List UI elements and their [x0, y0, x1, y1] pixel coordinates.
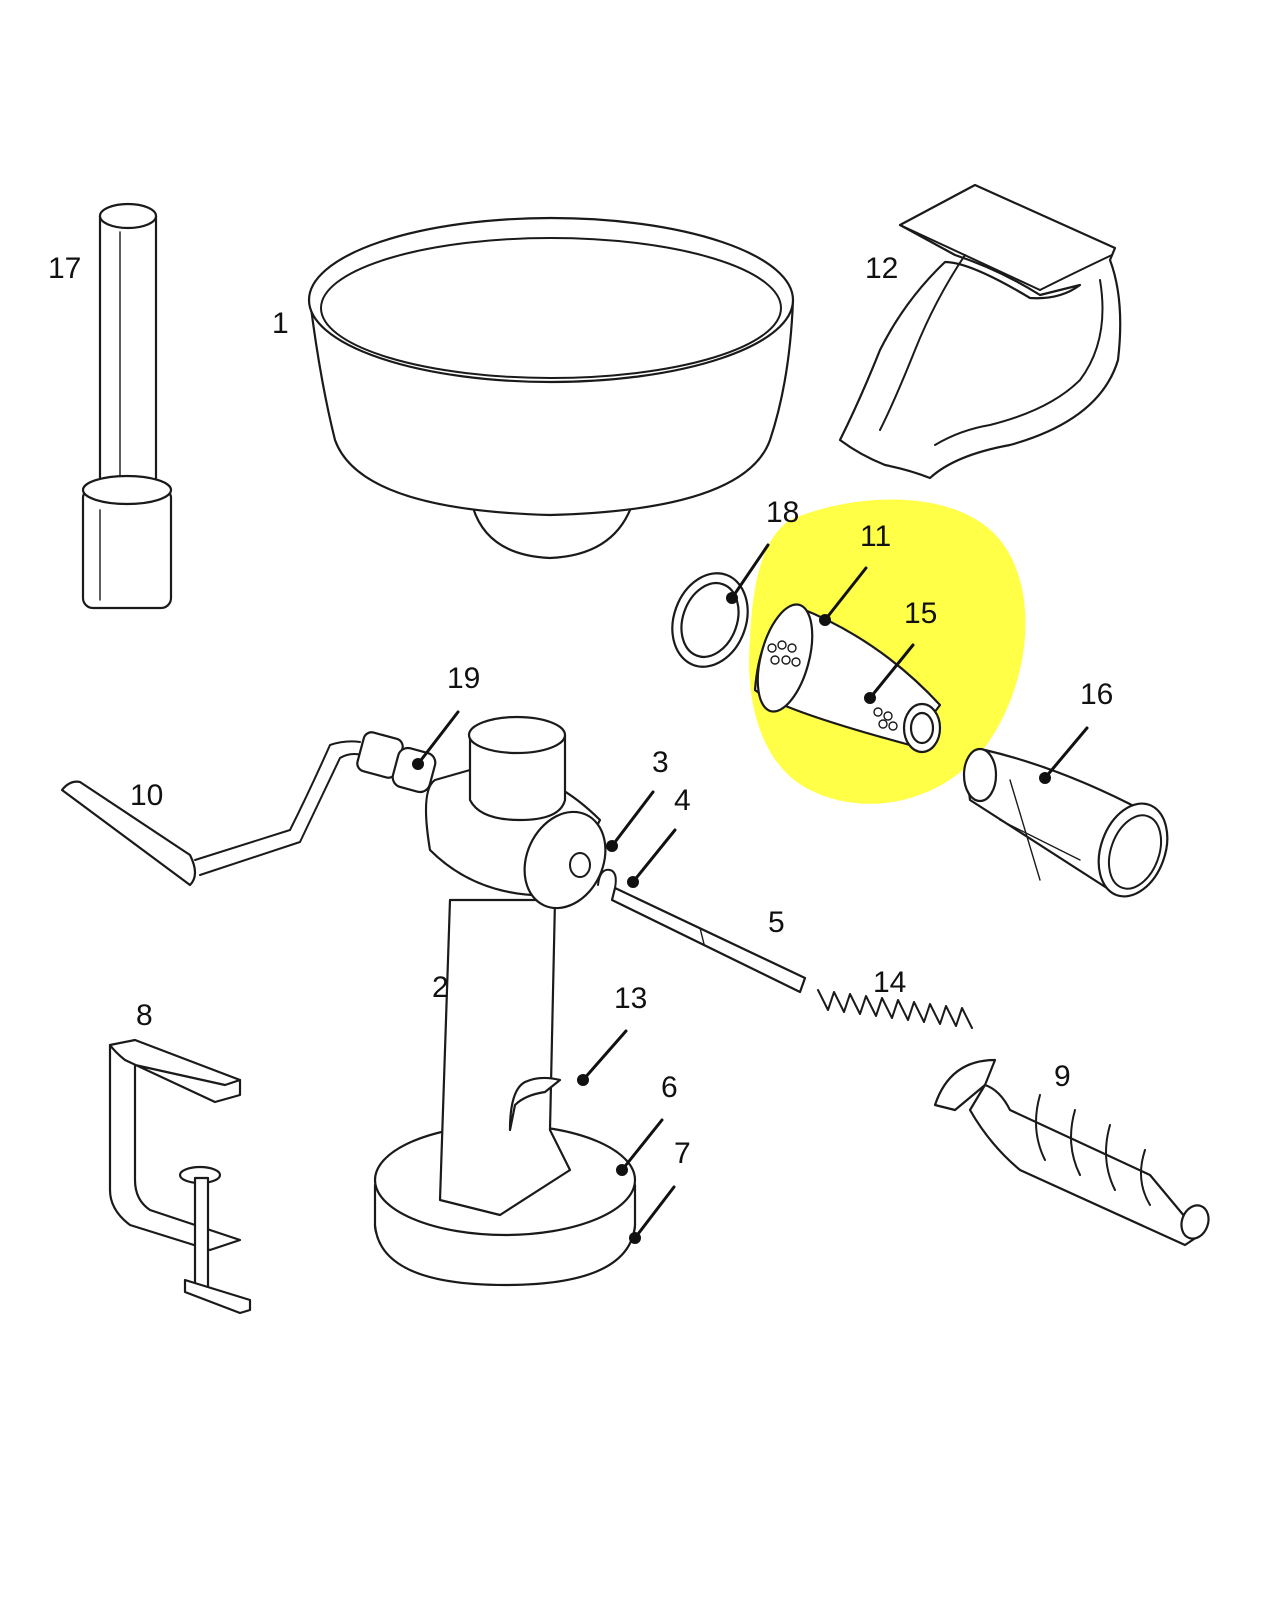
leader-lines: [412, 543, 1089, 1244]
part-8-clamp: [108, 1038, 252, 1315]
label-17: 17: [48, 252, 81, 285]
label-12: 12: [865, 252, 898, 285]
part-9-auger: [933, 1058, 1210, 1247]
label-10: 10: [130, 779, 163, 812]
label-9: 9: [1054, 1060, 1071, 1093]
strainer-holes: [767, 640, 898, 731]
label-19: 19: [447, 662, 480, 695]
label-2: 2: [432, 971, 449, 1004]
part-14-spring: [817, 989, 973, 1029]
label-5: 5: [768, 906, 785, 939]
part-2-body: [373, 715, 637, 1287]
label-11: 11: [860, 520, 891, 553]
part-labels: 1 2 3 4 5 6 7 8 9 10 11 12 13 14 15 16 1…: [48, 252, 1113, 1170]
part-11-strainer: [753, 603, 942, 754]
label-14: 14: [873, 966, 906, 999]
yellow-highlight: [749, 499, 1026, 804]
part-16-spout: [962, 747, 1169, 898]
part-10-crank-handle: [60, 731, 437, 887]
label-16: 16: [1080, 678, 1113, 711]
label-4: 4: [674, 784, 691, 817]
label-7: 7: [674, 1137, 691, 1170]
label-15: 15: [904, 597, 937, 630]
part-12-splash-guard: [838, 183, 1122, 480]
label-13: 13: [614, 982, 647, 1015]
label-8: 8: [136, 999, 153, 1032]
label-18: 18: [766, 496, 799, 529]
label-3: 3: [652, 746, 669, 779]
part-1-hopper: [307, 216, 795, 560]
part-17-pusher: [81, 202, 173, 610]
label-6: 6: [661, 1071, 678, 1104]
label-1: 1: [272, 307, 289, 340]
part-5-shaft: [610, 886, 807, 994]
